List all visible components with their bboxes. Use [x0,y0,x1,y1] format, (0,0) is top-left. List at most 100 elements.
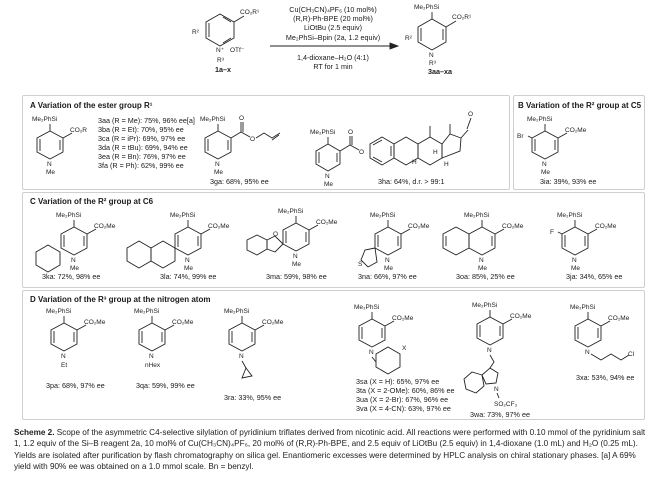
result-3xa: 3xa: 53%, 94% ee [576,373,635,382]
section-d-benzyl-list: 3sa (X = H): 65%, 97% ee 3ta (X = 2-OMe)… [356,377,454,413]
result-3ga: 3ga: 68%, 95% ee [210,177,269,186]
atom-label: CO₂Me [94,223,116,230]
atom-label: Me₂PhSi [464,212,489,219]
atom-label: Me₂PhSi [56,212,81,219]
compound-3oa-structure: Me₂PhSi CO₂Me N Me [442,212,524,272]
atom-label: N [479,257,484,264]
atom-label: O [250,136,255,143]
condition-catalyst: Cu(CH₃CN)₄PF₆ (10 mol%) [289,5,377,14]
result-3fa: 3fa (R = Ph): 62%, 99% ee [98,161,184,170]
product-silyl: Me₂PhSi [414,4,439,11]
atom-label: Me₂PhSi [570,304,595,311]
atom-label: Me₂PhSi [472,302,497,309]
reactant-anion: OTf⁻ [230,47,245,54]
atom-label: CO₂Me [510,313,532,320]
atom-label: Me₂PhSi [557,212,582,219]
atom-label: H [433,149,438,156]
compound-3pa-structure: Me₂PhSi CO₂Me N Et [46,308,106,369]
atom-label: N [185,257,190,264]
section-a-ester-list: 3aa (R = Me): 75%, 96% ee[a] 3ba (R = Et… [98,116,195,170]
product-structure: Me₂PhSi CO₂R¹ R² N R³ [405,4,472,67]
atom-label: Me [70,265,79,272]
atom-label: Me [384,265,393,272]
condition-solvent: 1,4-dioxane–H₂O (4:1) [297,53,369,62]
reactant-r3: R³ [217,57,225,64]
result-3qa: 3qa: 59%, 99% ee [136,381,195,390]
atom-label: X [402,345,407,352]
atom-label: N [293,253,298,260]
caption-lead: Scheme 2. [14,428,55,437]
atom-label: CO₂Me [608,315,630,322]
atom-label: N [61,353,66,360]
atom-label: CO₂R [70,127,87,134]
scheme-caption: Scheme 2. Scope of the asymmetric C4-sel… [14,427,650,472]
atom-label: CO₂Me [84,319,106,326]
atom-label: N [149,353,154,360]
condition-time: RT for 1 min [313,62,353,72]
compound-3na-structure: Me₂PhSi CO₂Me S N Me [358,212,430,272]
product-n: N [429,52,434,59]
section-c-box [22,192,645,288]
atom-label: Me₂PhSi [354,304,379,311]
atom-label: S [358,261,363,268]
compound-3ra-structure: Me₂PhSi CO₂Me N [224,308,284,379]
section-b-box [513,95,645,190]
product-r2: R² [405,35,413,42]
result-3la: 3la: 74%, 99% ee [160,272,217,281]
compound-3ga-structure: Me₂PhSi O O N Me [200,115,281,176]
result-3ka: 3ka: 72%, 98% ee [42,272,101,281]
atom-label: N [542,161,547,168]
atom-label: N [487,347,492,354]
atom-label: Me [571,265,580,272]
caption-text: Scope of the asymmetric C4-selective sil… [14,428,646,471]
atom-label: Me [292,261,301,268]
atom-label: O [273,231,278,238]
reactant-n: N⁺ [216,47,225,54]
atom-label: CO₂Me [565,127,587,134]
result-3ia: 3ia: 39%, 93% ee [540,177,597,186]
atom-label: O [348,129,353,136]
section-b-title: B Variation of the R² group at C5 [518,101,642,110]
atom-label: nHex [145,362,161,369]
atom-label: Me [324,181,333,188]
atom-label: Me₂PhSi [200,116,225,123]
atom-label: N [369,349,374,356]
reactant-structure: CO₂R¹ R² N⁺ OTf⁻ R³ [192,9,260,64]
reaction-conditions-bottom: 1,4-dioxane–H₂O (4:1) RT for 1 min [268,53,398,71]
result-3sa: 3sa (X = H): 65%, 97% ee [356,377,440,386]
atom-label: O [239,115,244,122]
condition-ligand: (R,R)-Ph-BPE (20 mol%) [293,14,373,24]
atom-label: Br [517,133,524,140]
atom-label: Me₂PhSi [170,212,195,219]
compound-3wa-structure: Me₂PhSi CO₂Me N N SO₂CF₃ [463,302,532,408]
atom-label: O [468,111,473,118]
compound-3ka-structure: Me₂PhSi CO₂Me N Me [35,212,116,273]
section-a-title: A Variation of the ester group R¹ [30,101,153,110]
atom-label: N [47,161,52,168]
compound-3ja-structure: Me₂PhSi CO₂Me F N Me [550,212,617,272]
atom-label: N [71,257,76,264]
atom-label: CO₂Me [316,219,338,226]
result-3na: 3na: 66%, 97% ee [358,272,417,281]
reactant-ester: CO₂R¹ [240,9,260,16]
atom-label: CO₂Me [208,223,230,230]
atom-label: Me [184,265,193,272]
compound-3la-structure: Me₂PhSi CO₂Me N Me [126,212,230,272]
section-c-title: C Variation of the R² group at C6 [30,197,154,206]
atom-label: H [412,159,417,166]
atom-label: CO₂Me [502,223,524,230]
atom-label: Me [478,265,487,272]
reactant-r2: R² [192,29,200,36]
product-ester: CO₂R¹ [452,14,472,21]
reaction-arrow [270,42,400,50]
atom-label: N [585,349,590,356]
atom-label: CO₂Me [262,319,284,326]
atom-label: N [572,257,577,264]
result-3da: 3da (R = tBu): 69%, 94% ee [98,143,188,152]
atom-label: CO₂Me [392,315,414,322]
atom-label: Cl [628,351,635,358]
result-3ja: 3ja: 34%, 65% ee [566,272,623,281]
result-3ha: 3ha: 64%, d.r. > 99:1 [378,177,445,186]
atom-label: N [325,173,330,180]
atom-label: N [385,257,390,264]
